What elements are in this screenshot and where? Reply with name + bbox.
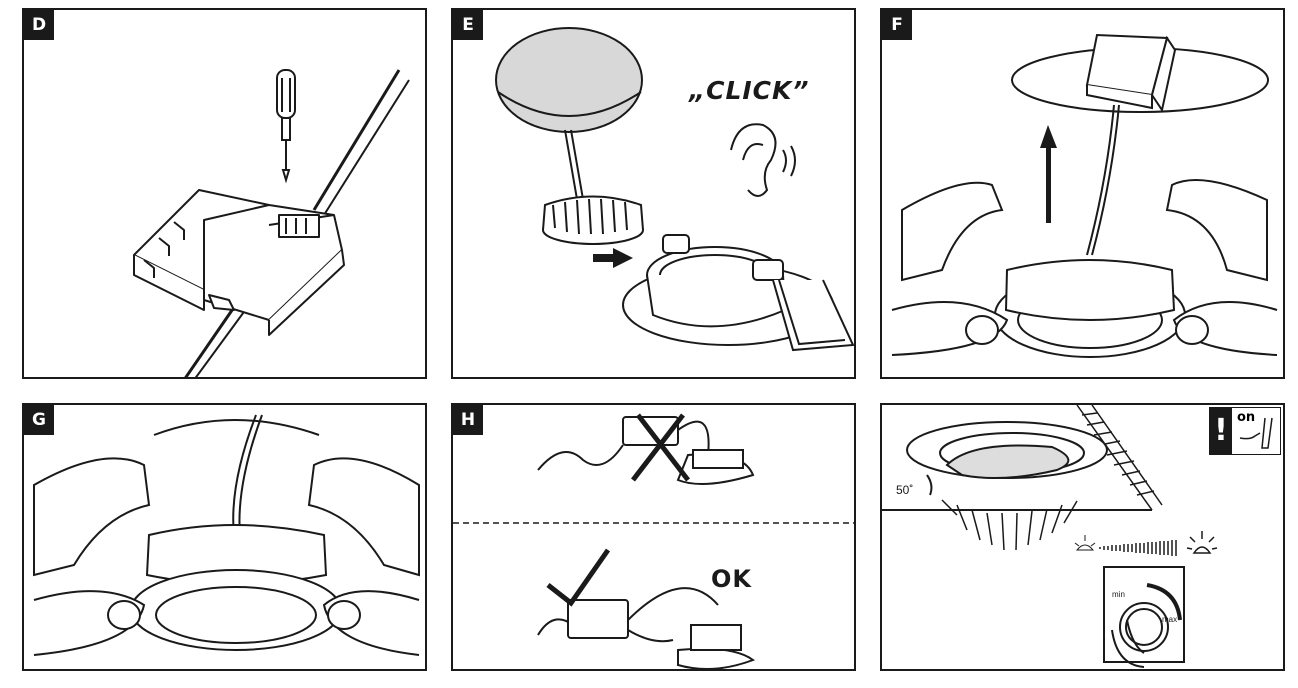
junction-box-icon <box>133 189 345 336</box>
panel-i-illustration <box>882 405 1218 668</box>
panel-g-label: G <box>24 405 54 435</box>
panel-f-illustration <box>891 33 1278 358</box>
panel-d-illustration <box>133 69 410 377</box>
panel-i: ! on 50˚ min max <box>880 403 1285 671</box>
panel-f: F <box>880 8 1285 379</box>
screwdriver-icon <box>276 69 296 184</box>
mounting-ring <box>622 234 854 352</box>
panel-e: E „CLICK” <box>451 8 856 379</box>
panel-d: D <box>22 8 427 379</box>
panel-e-illustration <box>495 27 854 352</box>
driver-box <box>1085 33 1177 113</box>
min-label: min <box>1112 590 1125 599</box>
on-label: on <box>1237 410 1256 425</box>
panel-h-illustration <box>453 413 854 669</box>
panel-f-label: F <box>882 10 912 40</box>
max-label: max <box>1162 615 1178 624</box>
panel-d-label: D <box>24 10 54 40</box>
dimmer-knob-icon <box>1103 566 1185 668</box>
panel-h-label: H <box>453 405 483 435</box>
cross-mark-icon <box>631 413 690 482</box>
warning-box: ! on <box>1209 407 1281 455</box>
warning-mark: ! <box>1210 408 1232 454</box>
ok-text: OK <box>711 565 752 593</box>
arrow-up-icon <box>1040 125 1057 223</box>
panel-h: H OK <box>451 403 856 671</box>
sun-dim-icon <box>1074 535 1096 551</box>
sun-bright-icon <box>1186 531 1218 554</box>
panel-g-illustration <box>33 414 420 656</box>
panel-e-label: E <box>453 10 483 40</box>
arrow-right-icon <box>593 248 633 268</box>
panel-g: G <box>22 403 427 671</box>
switch-icon <box>1239 417 1273 449</box>
ear-icon <box>730 123 796 197</box>
angle-label: 50˚ <box>896 483 914 497</box>
check-mark-icon <box>546 548 611 607</box>
click-sound-text: „CLICK” <box>689 76 810 105</box>
led-module <box>542 195 644 245</box>
